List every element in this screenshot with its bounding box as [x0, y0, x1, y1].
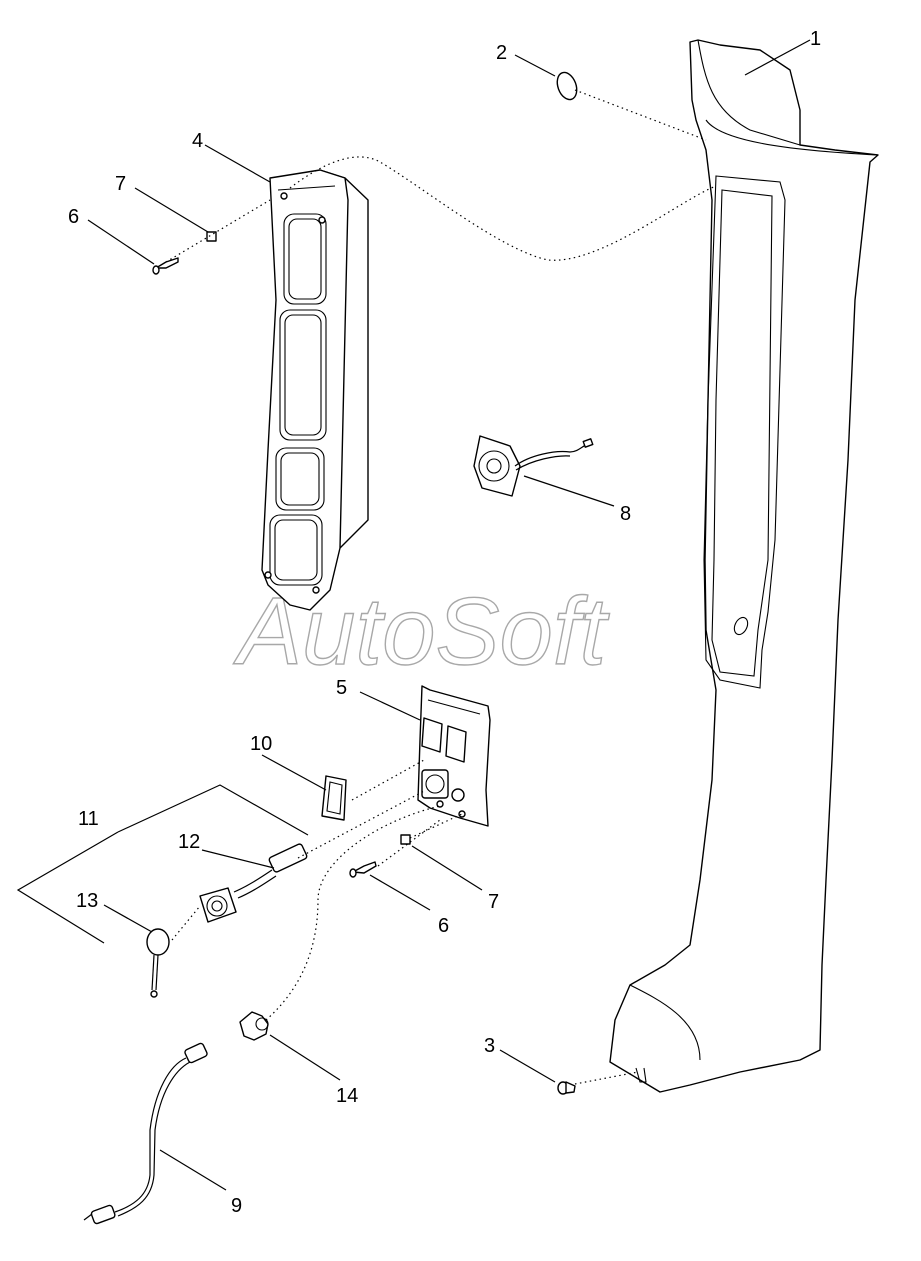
callout-1: 1 — [810, 28, 821, 50]
part-6-screw-lower — [349, 861, 377, 878]
leader-lines — [87, 39, 811, 1191]
part-2-cap — [556, 71, 578, 101]
callout-10: 10 — [250, 733, 272, 755]
part-10-bezel — [321, 775, 347, 821]
part-12-socket — [199, 843, 308, 923]
callout-8: 8 — [620, 503, 631, 525]
part-13-plug-cap — [146, 928, 170, 998]
part-7-clip-nut-upper — [206, 231, 217, 242]
callout-2: 2 — [496, 42, 507, 64]
part-5-switch-panel — [417, 685, 491, 827]
part-4-grille-panel — [261, 169, 369, 611]
part-6-screw-upper — [152, 257, 179, 275]
part-1-pillar-trim — [609, 39, 879, 1093]
assembly-dotted-lines — [165, 89, 717, 1085]
callout-7-upper: 7 — [115, 173, 126, 195]
callout-4: 4 — [192, 130, 203, 152]
callout-3: 3 — [484, 1035, 495, 1057]
callout-12: 12 — [178, 831, 200, 853]
callout-numbers: 1 2 3 4 5 6 6 7 7 8 9 10 11 12 13 14 — [68, 28, 821, 1217]
callout-6-lower: 6 — [438, 915, 449, 937]
part-9-cable — [83, 1042, 208, 1225]
callout-5: 5 — [336, 677, 347, 699]
part-7-clip-nut-lower — [400, 834, 411, 845]
part-14-knob — [239, 1011, 269, 1041]
callout-14: 14 — [336, 1085, 358, 1107]
callout-13: 13 — [76, 890, 98, 912]
group-11-bracket — [16, 784, 309, 944]
part-8-speaker — [473, 435, 594, 497]
part-3-clip — [557, 1081, 576, 1095]
callout-7-lower: 7 — [488, 891, 499, 913]
callout-9: 9 — [231, 1195, 242, 1217]
callout-11: 11 — [78, 808, 99, 830]
callout-6-upper: 6 — [68, 206, 79, 228]
